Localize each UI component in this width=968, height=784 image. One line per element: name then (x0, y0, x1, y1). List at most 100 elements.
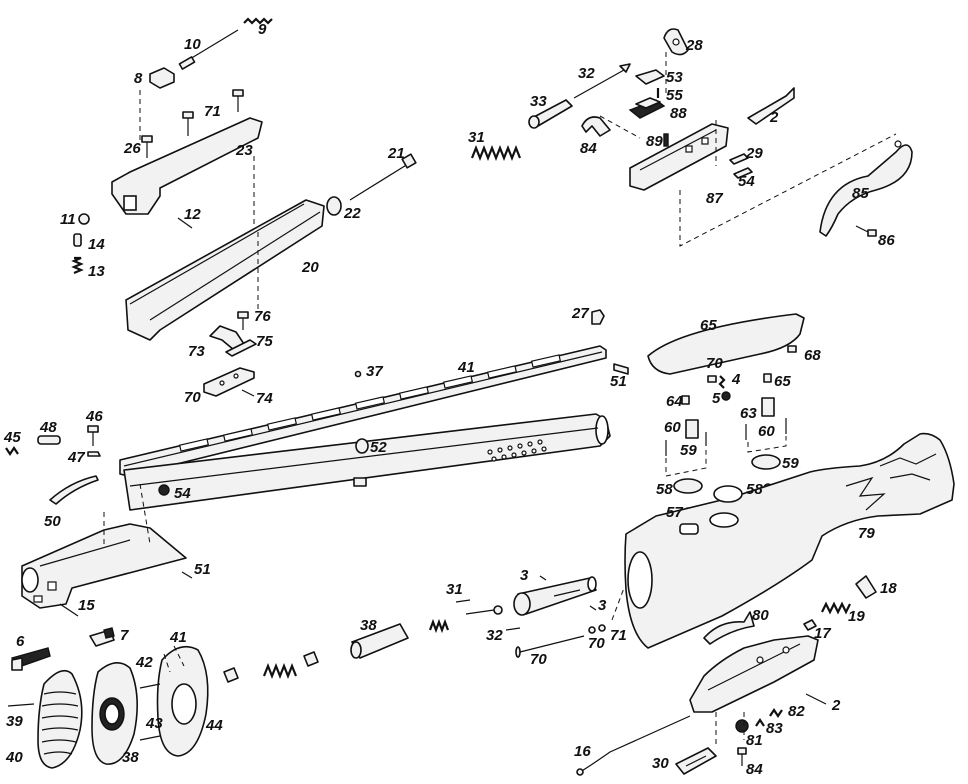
label-58b: 60 (758, 423, 775, 440)
label-33: 33 (530, 93, 547, 110)
part-1-lever (747, 87, 795, 125)
part-86-screw (855, 225, 877, 237)
part-59-posts (685, 397, 775, 439)
part-58-screws (665, 418, 787, 456)
part-60-screws (681, 373, 772, 405)
label-64: 70 (588, 635, 605, 652)
label-13: 13 (88, 263, 105, 280)
part-2-pin (805, 693, 827, 705)
label-15: 15 (78, 597, 95, 614)
part-63-rod (515, 635, 585, 658)
label-68: 65 (700, 317, 717, 334)
label-17: 17 (814, 625, 831, 642)
part-18-cap (855, 575, 877, 599)
part-43-spring (5, 446, 19, 456)
label-38b: 40 (5, 749, 23, 766)
label-47: 50 (44, 513, 61, 530)
label-58a: 59 (680, 442, 697, 459)
part-14-pin (73, 233, 82, 247)
label-41a: 42 (135, 654, 153, 671)
label-39: 41 (169, 629, 187, 646)
part-38-buttpad (37, 669, 83, 769)
part-48-pin (37, 435, 61, 445)
label-45: 46 (85, 408, 103, 425)
label-84: 84 (580, 140, 597, 157)
part-87-housing (629, 123, 729, 191)
part-38-screw (7, 703, 35, 707)
part-30-tray (675, 747, 717, 775)
label-7: 7 (120, 627, 129, 644)
part-40-spacer (156, 645, 209, 757)
label-10: 10 (184, 36, 201, 53)
part-84-hammer (581, 116, 611, 137)
part-25-screw (141, 135, 153, 158)
part-17-plunger (803, 619, 817, 631)
label-52: 52 (370, 439, 387, 456)
label-40: 44 (205, 717, 223, 734)
label-20: 20 (301, 259, 319, 276)
label-55: 55 (666, 87, 683, 104)
part-41-screws (139, 683, 161, 741)
label-86: 86 (878, 232, 895, 249)
part-barrel (123, 413, 611, 511)
part-47-spring-lever (49, 475, 99, 505)
part-71-swivel-base (203, 367, 255, 397)
label-31: 31 (468, 129, 485, 146)
label-19: 19 (848, 608, 865, 625)
part-64-washers (588, 624, 606, 634)
part-spring-3 (428, 618, 450, 634)
label-71: 70 (184, 389, 201, 406)
label-38a: 39 (6, 713, 23, 730)
part-22-ring (326, 196, 342, 216)
part-66-stock (624, 432, 955, 649)
label-21: 21 (387, 145, 405, 162)
label-77: 76 (254, 308, 271, 325)
part-33-plunger (528, 99, 573, 129)
part-77-screw (237, 311, 249, 330)
part-receiver-barrel (21, 523, 187, 609)
part-51-pin (613, 363, 629, 375)
label-60a: 64 (666, 393, 683, 410)
label-53: 53 (666, 69, 683, 86)
label-12: 12 (184, 206, 201, 223)
barrel-vent-holes (487, 439, 547, 462)
part-54-pin (733, 167, 753, 179)
label-48: 48 (39, 419, 57, 436)
label-3a: 3 (520, 567, 529, 584)
part-34-bead (354, 370, 362, 378)
part-labels: 9 10 8 71 26 23 21 22 12 11 14 13 20 76 … (3, 21, 897, 778)
part-28-pin (729, 153, 749, 165)
label-76: 75 (256, 333, 273, 350)
label-73: 71 (204, 103, 221, 120)
part-57-base-plates (673, 454, 781, 494)
part-42-rib (119, 345, 607, 477)
label-6: 6 (16, 633, 25, 650)
part-80-nut (735, 719, 749, 733)
part-12-pin (177, 217, 193, 229)
label-70a: 68 (804, 347, 821, 364)
label-29b: 32 (486, 627, 503, 644)
part-8-block (149, 67, 175, 89)
part-36-tube (350, 623, 409, 659)
label-41b: 43 (145, 715, 163, 732)
part-46-pin (181, 571, 193, 579)
part-45-screw (87, 425, 99, 446)
part-83-screw (737, 747, 747, 766)
part-31-spring (470, 145, 522, 161)
label-59b: 63 (740, 405, 757, 422)
part-3-pins (539, 575, 597, 611)
label-8: 8 (134, 70, 143, 87)
part-73-screw (182, 89, 244, 136)
label-29a: 31 (446, 581, 463, 598)
label-57a: 58 (656, 481, 673, 498)
label-60b: 65 (774, 373, 791, 390)
label-4: 4 (731, 371, 741, 388)
part-50-nut (158, 484, 170, 496)
part-26-sight (591, 309, 605, 325)
label-56b: 58 (746, 481, 763, 498)
part-27-lever (663, 28, 689, 56)
label-80: 81 (746, 732, 763, 749)
label-85: 85 (852, 185, 869, 202)
part-79-lever (703, 611, 755, 645)
